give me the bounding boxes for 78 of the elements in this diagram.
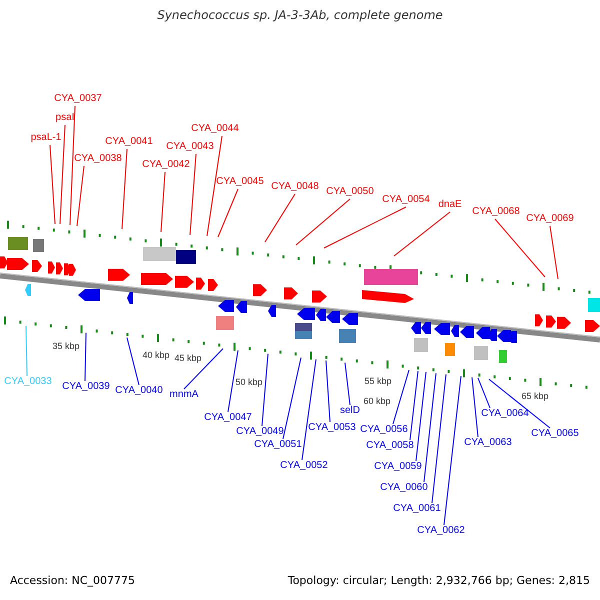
leader-line	[26, 326, 28, 376]
gene-label: CYA_0048	[271, 181, 319, 193]
gene-label: CYA_0059	[374, 461, 422, 473]
gene-label: CYA_0062	[417, 525, 465, 537]
accession-text: Accession: NC_007775	[10, 575, 136, 587]
scale-label: 35 kbp	[52, 340, 80, 352]
leader-line	[122, 148, 128, 230]
leader-line	[50, 144, 56, 224]
leader-line	[416, 372, 426, 462]
leader-line	[60, 124, 66, 224]
leader-line	[126, 337, 140, 386]
gene-label: CYA_0045	[216, 176, 264, 188]
leader-line	[344, 362, 350, 406]
leader-line	[302, 358, 316, 460]
leader-line	[478, 377, 490, 408]
scale-label: 65 kbp	[521, 390, 549, 402]
gene-label: CYA_0056	[360, 424, 408, 436]
leader-line	[160, 172, 166, 232]
gene-label: CYA_0042	[142, 159, 190, 171]
leader-line	[76, 166, 84, 226]
leader-line	[264, 194, 296, 242]
diagram-title: Synechococcus sp. JA-3-3Ab, complete genome	[157, 9, 443, 21]
gene-label: CYA_0052	[280, 460, 328, 472]
gene-label: CYA_0051	[254, 439, 302, 451]
leader-line	[550, 226, 558, 280]
gene-label: selD	[340, 405, 360, 417]
leader-line	[84, 332, 86, 382]
scale-label: 45 kbp	[174, 352, 202, 364]
gene-label: CYA_0040	[115, 385, 163, 397]
gene-label: CYA_0038	[74, 153, 122, 165]
gene-label: CYA_0047	[204, 412, 252, 424]
leader-line	[218, 188, 238, 238]
leader-line	[444, 376, 462, 526]
gene-label: CYA_0065	[531, 428, 579, 440]
gene-label: CYA_0033	[4, 376, 52, 388]
gene-label: CYA_0054	[382, 194, 430, 206]
leader-line	[262, 353, 268, 426]
leader-line	[432, 374, 446, 504]
gene-label: psaL-1	[30, 132, 62, 144]
gene-label: CYA_0060	[380, 482, 428, 494]
leader-line	[494, 218, 546, 278]
gene-label: CYA_0041	[105, 136, 153, 148]
gene-label: CYA_0043	[166, 141, 214, 153]
genome-summary-text: Topology: circular; Length: 2,932,766 bp; Genes: 2,815	[288, 575, 590, 587]
leader-line	[394, 212, 450, 256]
leader-line	[282, 357, 302, 440]
gene-label: CYA_0044	[191, 123, 239, 135]
leader-line	[326, 360, 330, 422]
gene-label: CYA_0050	[326, 186, 374, 198]
leader-line	[206, 136, 222, 236]
gene-label: CYA_0069	[526, 213, 574, 225]
gene-label: CYA_0061	[393, 503, 441, 515]
gene-label: dnaE	[438, 199, 462, 211]
gene-label: CYA_0068	[472, 206, 520, 218]
leader-line	[296, 198, 350, 246]
leader-line	[488, 378, 550, 428]
gene-label: CYA_0063	[464, 437, 512, 449]
leader-line	[70, 106, 76, 226]
leader-line	[228, 350, 238, 412]
scale-label: 60 kbp	[363, 395, 391, 407]
leader-line	[424, 372, 436, 482]
gene-label: psaI	[56, 112, 74, 124]
leader-line	[324, 206, 406, 248]
scale-label: 40 kbp	[142, 349, 170, 361]
leader-line	[392, 370, 410, 424]
gene-label: CYA_0049	[236, 426, 284, 438]
gene-label: CYA_0064	[481, 408, 529, 420]
leader-line	[184, 348, 224, 390]
gene-label: mnmA	[170, 389, 198, 401]
scale-label: 55 kbp	[364, 375, 392, 387]
gene-label: CYA_0058	[366, 440, 414, 452]
gene-label: CYA_0037	[54, 93, 102, 105]
leader-line	[410, 370, 418, 440]
leader-line	[190, 154, 196, 236]
leader-line	[472, 376, 478, 438]
gene-label: CYA_0039	[62, 381, 110, 393]
gene-label: CYA_0053	[308, 422, 356, 434]
scale-label: 50 kbp	[235, 376, 263, 388]
